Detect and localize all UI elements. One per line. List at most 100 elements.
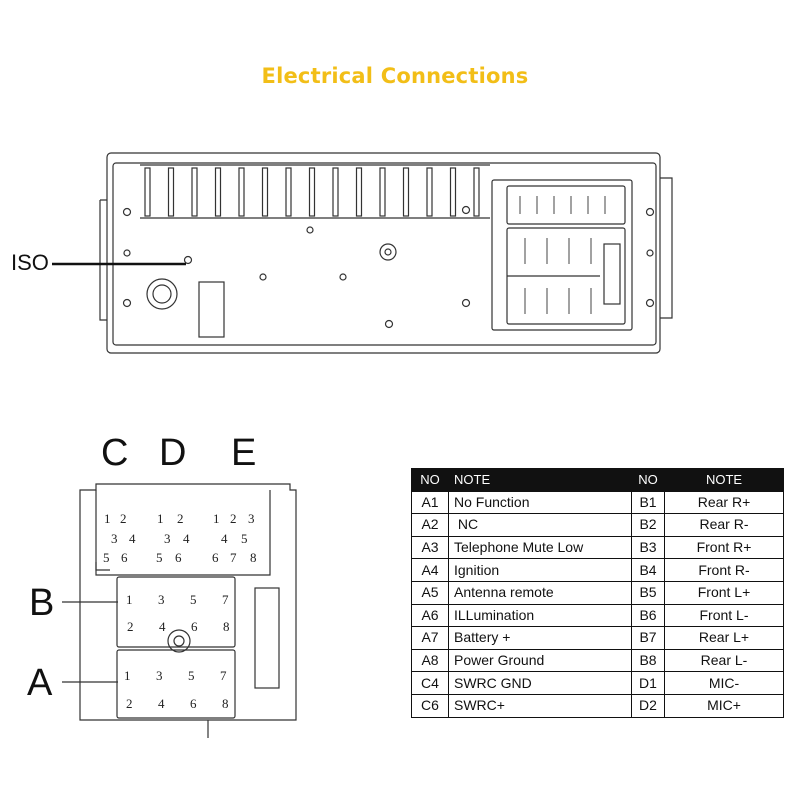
pin-note-2: Rear R- (664, 513, 784, 537)
pin-no: A3 (411, 535, 449, 560)
pin-note: Telephone Mute Low (448, 535, 632, 560)
pin-number: 4 (221, 531, 228, 546)
heatsink-fin (308, 167, 316, 217)
pin-note-2: Front R+ (664, 535, 784, 560)
pin-number: 8 (222, 696, 229, 711)
pin-no: A6 (411, 603, 449, 628)
pin-no-2: B1 (631, 490, 665, 515)
pin-number: 5 (103, 550, 110, 565)
heatsink-fin (144, 167, 151, 217)
pin-number: 4 (159, 619, 166, 634)
pin-note: ILLumination (448, 603, 632, 628)
pin-note: NC (448, 513, 632, 537)
header-note-2: NOTE (664, 468, 784, 492)
pin-note-2: MIC+ (664, 693, 784, 718)
pin-number: 2 (126, 696, 133, 711)
pin-no: A5 (411, 580, 449, 605)
pin-note-2: Front R- (664, 558, 784, 582)
pin-number: 6 (175, 550, 182, 565)
pin-no-2: D1 (631, 671, 665, 695)
pin-number: 1 (157, 511, 164, 526)
heatsink-fin (191, 167, 198, 217)
heatsink-fin (238, 167, 245, 217)
pin-number: 7 (230, 550, 237, 565)
pin-no-2: B8 (631, 648, 665, 673)
pin-note-2: MIC- (664, 671, 784, 695)
pin-number: 1 (213, 511, 220, 526)
heatsink-fin (285, 167, 292, 217)
pin-no-2: B6 (631, 603, 665, 628)
heatsink-fin (402, 167, 410, 217)
pin-no: A7 (411, 626, 449, 650)
pin-no-2: B2 (631, 513, 665, 537)
pin-number: 1 (124, 668, 131, 683)
pin-no: C6 (411, 693, 449, 718)
pin-note: Ignition (448, 558, 632, 582)
heatsink-fin (214, 167, 222, 217)
pin-number: 5 (188, 668, 195, 683)
pin-no: A1 (411, 490, 449, 515)
pin-note: SWRC+ (448, 693, 632, 718)
header-no: NO (411, 468, 449, 492)
pin-note-2: Rear L+ (664, 626, 784, 650)
pin-number: 4 (129, 531, 136, 546)
pin-number: 8 (250, 550, 257, 565)
header-note: NOTE (448, 468, 632, 492)
pin-no: C4 (411, 671, 449, 695)
pin-no-2: B3 (631, 535, 665, 560)
pin-note: Power Ground (448, 648, 632, 673)
pin-no-2: B4 (631, 558, 665, 582)
pin-number: 5 (156, 550, 163, 565)
pin-note: SWRC GND (448, 671, 632, 695)
connector-e-label: E (231, 432, 257, 474)
pin-note-2: Rear L- (664, 648, 784, 673)
pin-number: 6 (212, 550, 219, 565)
pin-number: 3 (164, 531, 171, 546)
pin-number: 8 (223, 619, 230, 634)
pin-note: Antenna remote (448, 580, 632, 605)
pin-number: 5 (241, 531, 248, 546)
pin-number: 7 (222, 592, 229, 607)
pin-no: A8 (411, 648, 449, 673)
heatsink-fin (449, 167, 457, 217)
pin-number: 1 (104, 511, 111, 526)
connector-a-label: A (27, 662, 53, 704)
connector-d-label: D (159, 432, 187, 474)
heatsink-fin (261, 167, 269, 217)
heatsink-fin (355, 167, 363, 217)
pin-note: No Function (448, 490, 632, 515)
pin-no-2: B7 (631, 626, 665, 650)
header-no-2: NO (631, 468, 665, 492)
pin-number: 5 (190, 592, 197, 607)
pin-note-2: Rear R+ (664, 490, 784, 515)
pin-note-2: Front L- (664, 603, 784, 628)
pin-number: 4 (158, 696, 165, 711)
heatsink-fin (379, 167, 386, 217)
heatsink-fin (332, 167, 339, 217)
pin-note-2: Front L+ (664, 580, 784, 605)
pin-number: 3 (156, 668, 163, 683)
pin-number: 2 (120, 511, 127, 526)
pin-number: 2 (230, 511, 237, 526)
pin-number: 4 (183, 531, 190, 546)
pin-number: 6 (190, 696, 197, 711)
pin-number: 3 (248, 511, 255, 526)
pin-number: 6 (121, 550, 128, 565)
connector-b-label: B (29, 582, 55, 624)
pin-no-2: B5 (631, 580, 665, 605)
pin-number: 1 (126, 592, 133, 607)
pin-number: 7 (220, 668, 227, 683)
table-header-row: NO NOTE NO NOTE (411, 468, 784, 492)
heatsink-fin (167, 167, 175, 217)
head-unit-rear-view (52, 152, 673, 354)
